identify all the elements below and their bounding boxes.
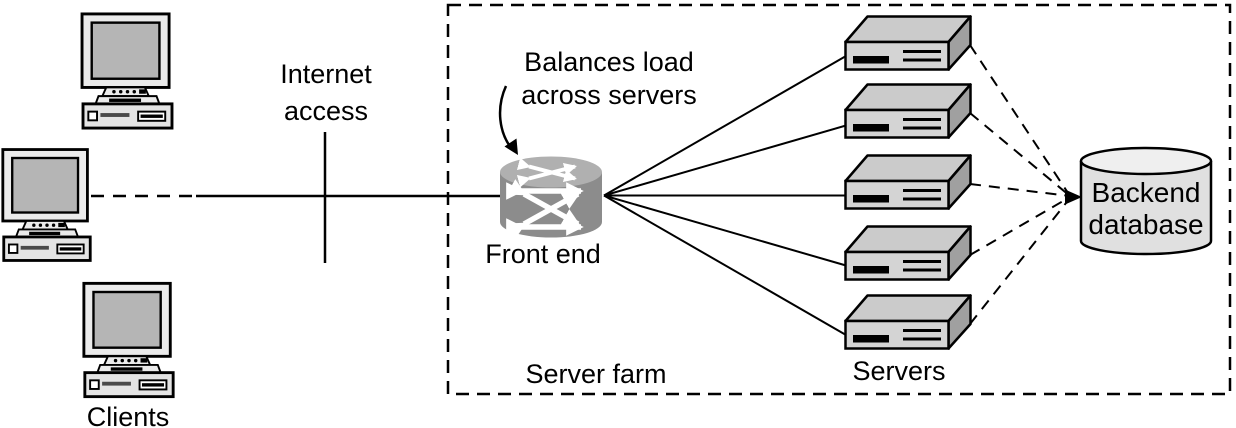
balances-load-note: Balances load across servers <box>521 47 697 110</box>
client-computer-icon <box>82 281 175 399</box>
server-farm-boundary <box>446 3 1232 396</box>
server-chassis-icon <box>844 294 972 350</box>
server-to-database-lines <box>969 44 1071 325</box>
client-computer-icon <box>80 12 174 130</box>
client-computer-icon <box>1 148 92 262</box>
load-balancer-icon <box>500 156 602 239</box>
front-end-label: Front end <box>485 239 601 269</box>
server-farm-label: Server farm <box>525 359 667 389</box>
server-chassis-icon <box>844 15 972 71</box>
internet-access-label: Internet access <box>280 59 372 126</box>
server-chassis-icon <box>844 225 972 281</box>
servers-label: Servers <box>852 356 946 386</box>
network-lines <box>91 132 506 263</box>
server-chassis-icon <box>844 154 972 210</box>
annotation-arrow-icon <box>498 85 518 155</box>
server-chassis-icon <box>844 83 972 139</box>
database-arrowhead-icon <box>1065 189 1082 205</box>
database-cylinder-icon <box>1079 146 1213 256</box>
front-end-to-server-lines <box>603 55 847 336</box>
backend-database-label: Backend database <box>1088 177 1204 240</box>
clients-label: Clients <box>86 402 170 428</box>
